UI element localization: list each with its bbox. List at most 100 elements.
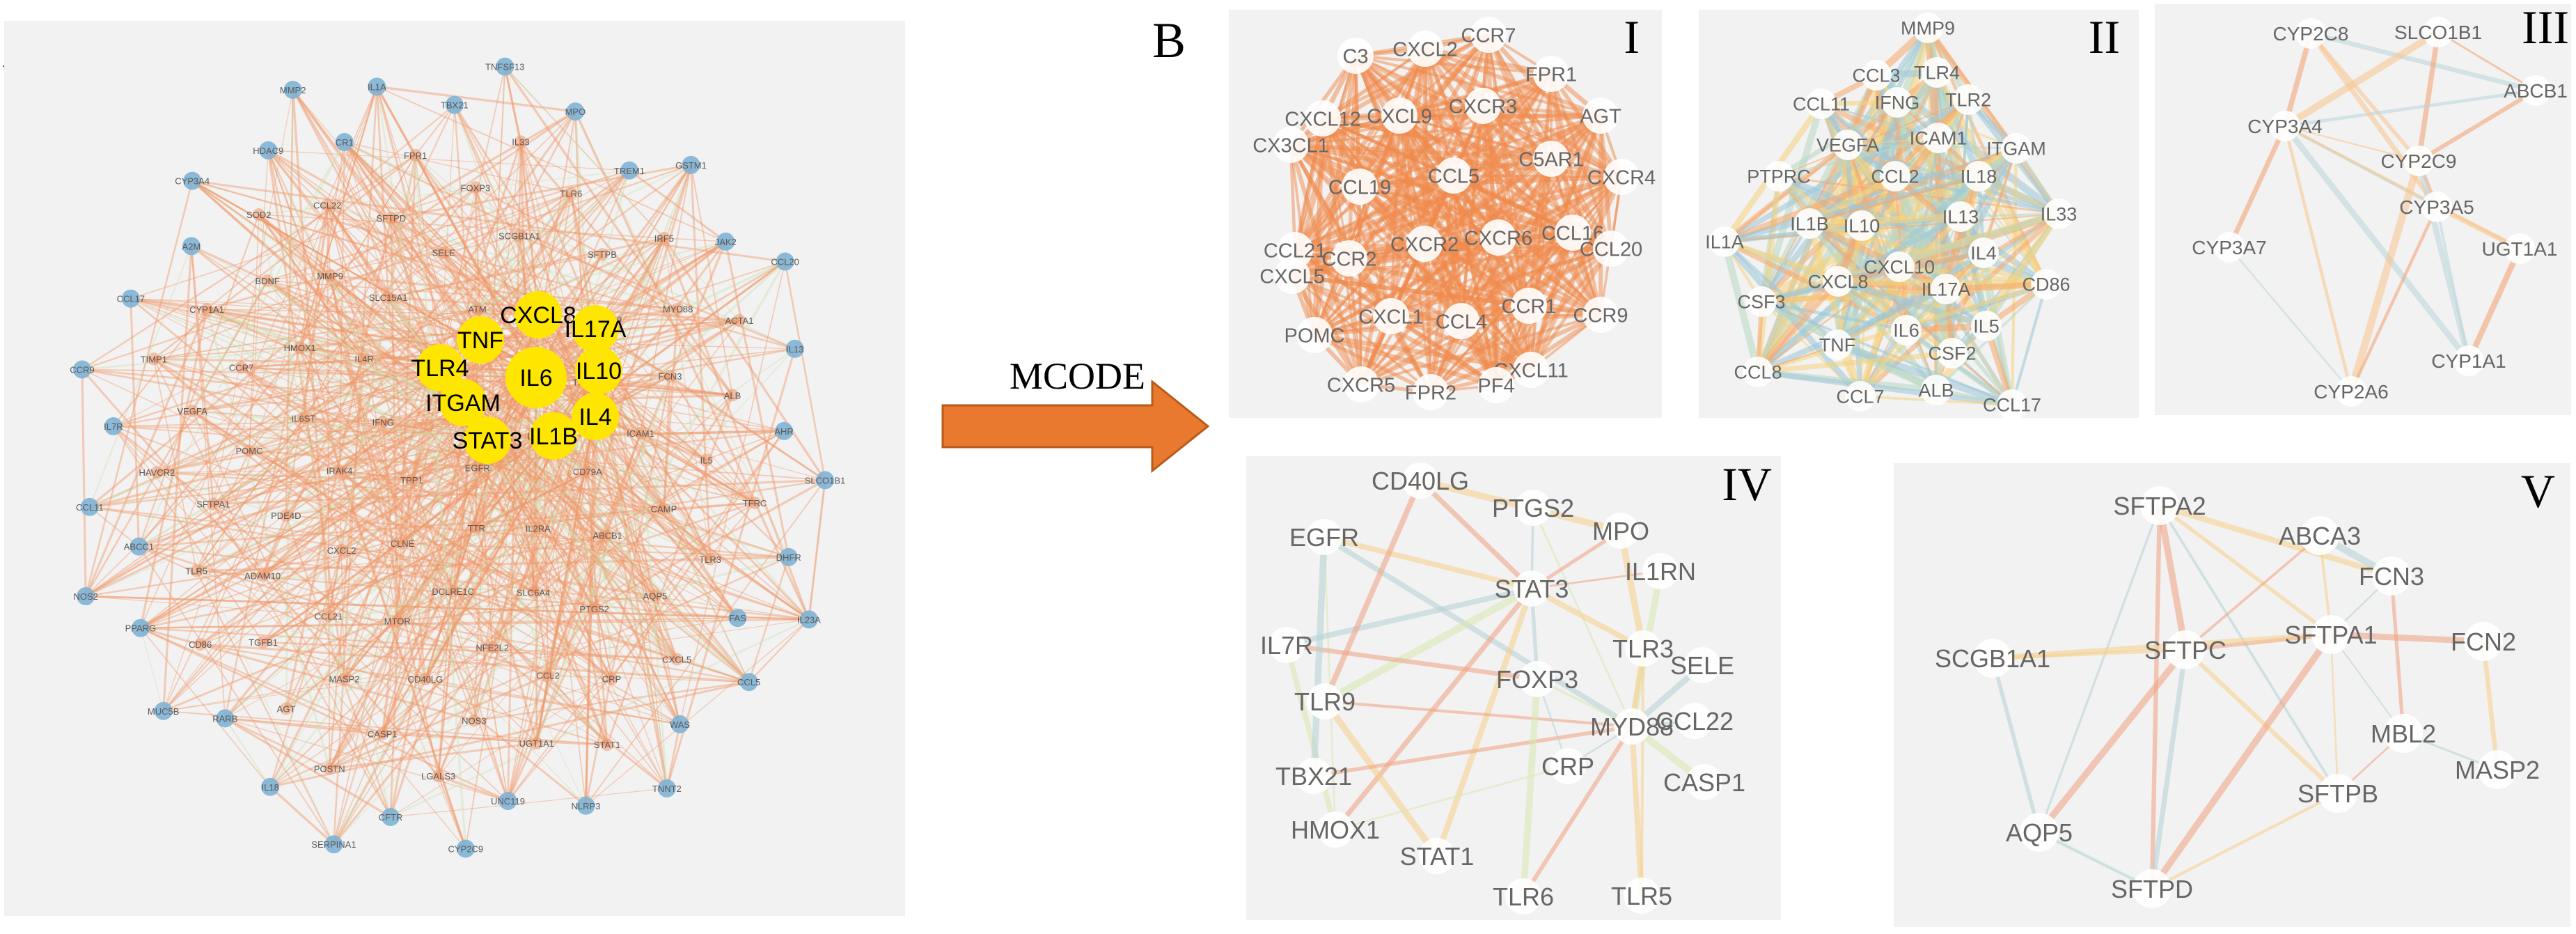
node-label: TLR9 [1294,687,1356,716]
node-label: CRP [1541,752,1594,781]
node-label: CCL22 [313,201,341,211]
node-label: ABCB1 [2504,80,2568,102]
node-label: TIMP1 [141,354,167,364]
network-edge [396,435,537,622]
node-circle [2311,615,2350,654]
network-edge [438,508,664,777]
node-label: STAT1 [594,740,621,750]
network-edge [285,402,464,517]
network-edge [156,237,665,474]
node-label: ITGAM [1986,139,2046,159]
panel-a-network: EGFRTPP1CXCR5TTRIFNGLBPCLNEKCTD7IL2RAIRA… [4,21,905,916]
node-sele: SELE [1670,647,1734,683]
network-edge [477,238,665,310]
network-edge [390,217,538,744]
node-circle [104,417,123,435]
node-circle [1846,210,1877,241]
node-tlr9: TLR9 [1294,683,1356,719]
cluster-edge [2038,505,2161,833]
network-edge [130,187,476,299]
network-edge [153,357,533,368]
node-circle [1274,258,1310,294]
network-edge [269,192,572,788]
node-label: ADAM10 [244,570,281,581]
node-label: CCR7 [229,363,253,373]
network-edge [81,154,416,371]
network-edge [89,506,403,545]
network-edge [327,205,478,468]
node-scgb1a1: SCGB1A1 [1935,639,2050,678]
node-cyp3a5: CYP3A5 [2399,192,2474,222]
network-edge [162,246,193,711]
cluster-edge [2330,631,2484,645]
node-circle [530,736,543,749]
node-cyp2c9: CYP2C9 [448,839,483,858]
network-edge [390,218,399,621]
network-edge [487,66,505,441]
node-crp: CRP [1541,748,1594,784]
network-edge [376,86,726,242]
hub-circle [457,316,504,364]
node-label: JAK2 [715,237,737,247]
network-edge [333,527,539,845]
network-edge [344,141,537,378]
node-circle [194,638,207,651]
node-circle [776,252,794,271]
node-circle [376,727,389,740]
node-nfe2l2: NFE2L2 [476,641,509,654]
node-label: IL1B [1790,214,1829,235]
node-circle [382,291,395,304]
node-label: FPR1 [1525,63,1577,86]
node-nlrp3: NLRP3 [571,796,600,815]
node-csf3: CSF3 [1737,286,1786,317]
cluster-edge [1294,174,1454,251]
node-label: ALB [724,390,741,400]
node-il18: IL18 [1961,161,1997,192]
network-edge [453,590,677,660]
network-edge [249,150,269,451]
node-tlr6: TLR6 [1493,878,1554,914]
network-edge [473,66,506,721]
network-edge [547,674,612,680]
network-edge [153,359,198,571]
network-edge [333,66,506,845]
node-label: CCL7 [1836,387,1884,407]
network-edge [258,213,441,369]
node-label: SFTPD [2111,875,2193,903]
network-edge [410,141,522,481]
cluster-edge [2156,505,2189,651]
network-edge [212,504,680,725]
network-edge [292,89,436,356]
node-postn: POSTN [314,762,345,775]
network-edge [476,470,588,529]
network-edge [328,595,655,616]
network-edge [327,550,343,616]
node-cftr: CFTR [379,807,402,826]
node-label: SELE [1670,651,1734,680]
network-edge [89,380,593,508]
network-edge [487,439,613,680]
node-cd40lg: CD40LG [1372,462,1469,499]
node-label: CCL4 [1436,311,1487,333]
network-edge [443,251,596,417]
cluster-edge [1434,587,1534,857]
network-edge [476,501,755,529]
network-edge [507,433,642,802]
node-circle [1413,374,1449,410]
node-egfr: EGFR [465,461,490,474]
network-edge [299,155,416,348]
node-ccl20: CCL20 [1580,231,1642,267]
node-circle [1533,141,1569,177]
node-label: SFTPD [376,213,406,224]
network-edge [487,439,739,619]
network-edge [339,314,539,472]
cluster-edge [1314,332,1532,373]
node-circle [704,552,717,566]
network-edge [439,104,455,368]
node-circle [1891,315,1922,345]
network-edge [519,141,540,316]
